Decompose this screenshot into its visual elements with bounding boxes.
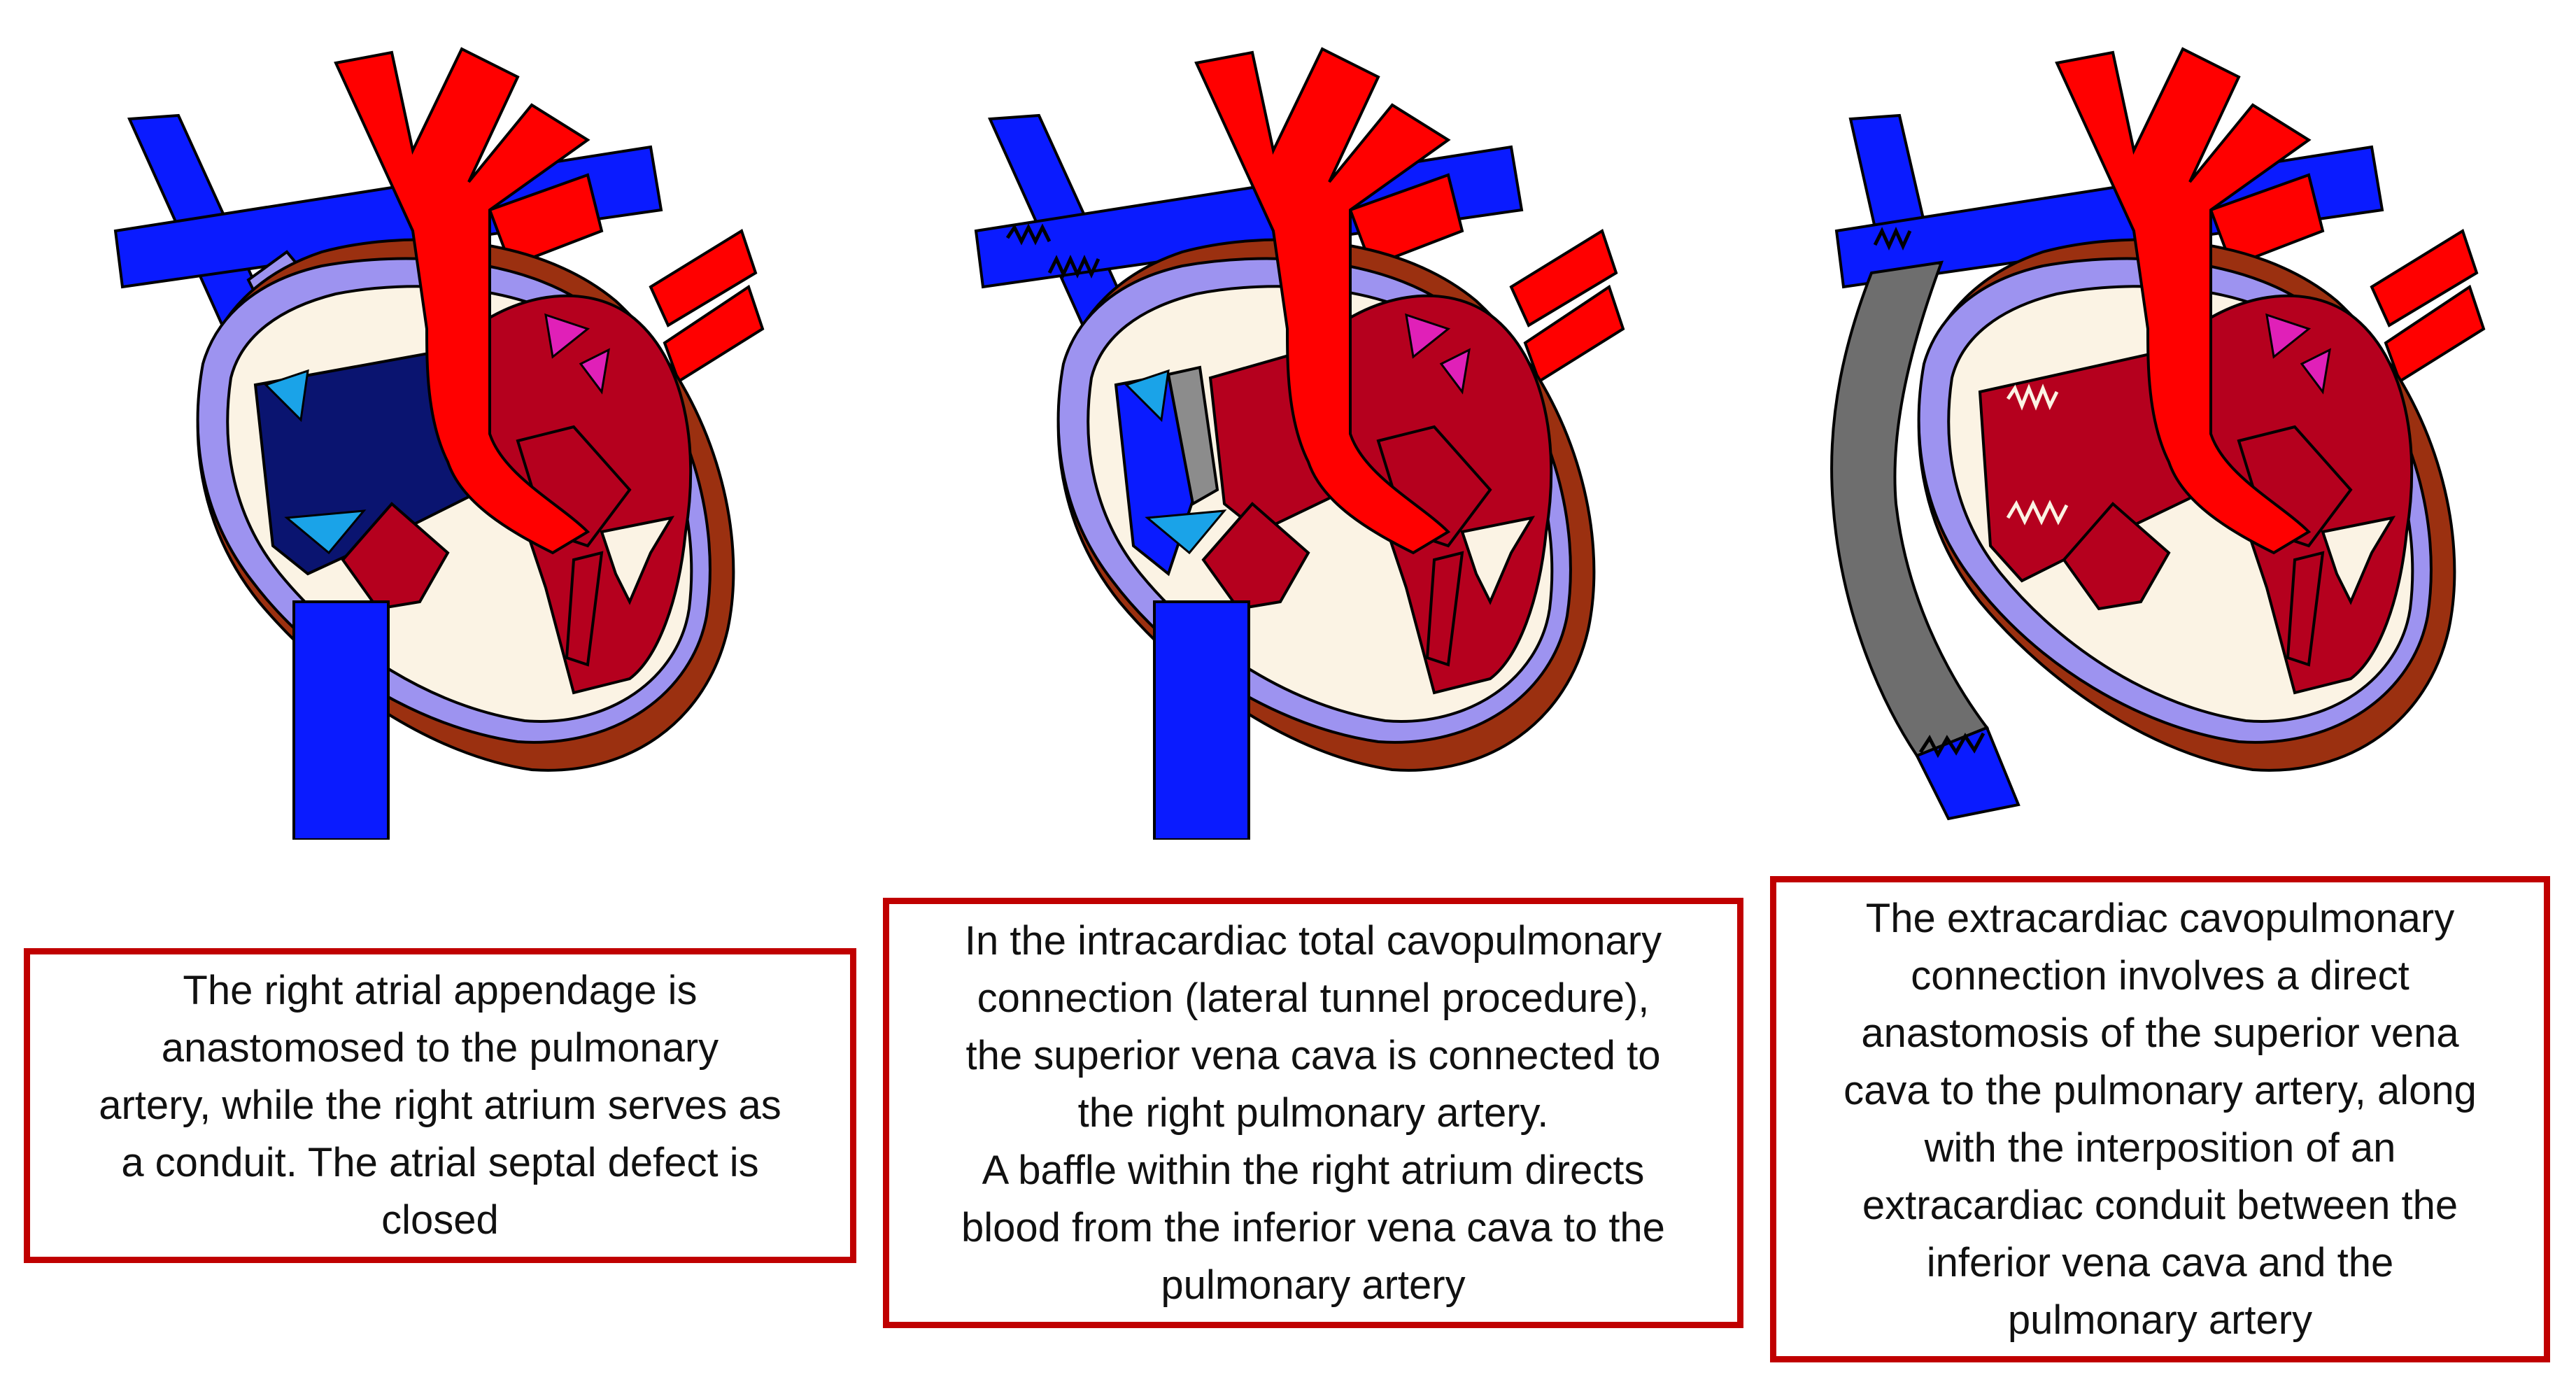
pulmonary-vein-upper: [1509, 228, 1618, 327]
pulmonary-vein-lower: [1523, 284, 1625, 384]
papillary-chordae: [1460, 516, 1536, 605]
caption-text: In the intracardiac total cavopulmonary …: [961, 917, 1665, 1308]
pulmonary-vein-lower: [2384, 284, 2486, 384]
papillary-chordae: [2321, 516, 2396, 605]
mitral-valve-upper: [544, 313, 590, 359]
caption-box-extracardiac: The extracardiac cavopulmonary connectio…: [1770, 876, 2550, 1362]
tricuspid-valve-upper: [264, 369, 309, 423]
mitral-valve-lower: [579, 348, 610, 395]
aorta: [2055, 47, 2312, 555]
heart-diagram-lateral-tunnel: [958, 0, 1644, 840]
inferior-vena-cava: [292, 600, 390, 840]
papillary-chordae: [600, 516, 675, 605]
suture-line: [1047, 254, 1101, 279]
suture-line: [2006, 383, 2059, 411]
heart-diagram-extracardiac: [1819, 0, 2505, 840]
pulmonary-vein-lower: [663, 284, 765, 384]
aorta: [1194, 47, 1451, 555]
caption-text: The extracardiac cavopulmonary connectio…: [1843, 895, 2477, 1343]
suture-line: [1005, 223, 1052, 246]
inferior-vena-cava: [1153, 600, 1250, 840]
trabeculae: [1425, 551, 1464, 667]
tricuspid-valve-lower: [1145, 509, 1227, 555]
lateral-tunnel-baffle: [1166, 365, 1219, 507]
right-ventricle-muscle: [2062, 502, 2171, 611]
mitral-valve-upper: [1405, 313, 1451, 359]
tricuspid-valve-upper: [1124, 369, 1170, 423]
caption-text: The right atrial appendage is anastomose…: [99, 968, 781, 1243]
aorta: [334, 47, 590, 555]
suture-line: [1918, 732, 1986, 759]
caption-box-atriopulmonary: The right atrial appendage is anastomose…: [24, 948, 856, 1263]
mitral-valve-lower: [2300, 348, 2331, 395]
pulmonary-vein-upper: [649, 228, 758, 327]
mitral-valve-lower: [1439, 348, 1471, 395]
suture-line: [1873, 226, 1912, 251]
pulmonary-vein-upper: [2370, 228, 2479, 327]
trabeculae: [2286, 551, 2325, 667]
tricuspid-valve-lower: [284, 509, 367, 555]
caption-box-lateral-tunnel: In the intracardiac total cavopulmonary …: [883, 898, 1743, 1328]
mitral-valve-upper: [2265, 313, 2312, 359]
trabeculae: [565, 551, 604, 667]
heart-diagram-atriopulmonary: [98, 0, 784, 840]
suture-line: [2006, 500, 2069, 526]
